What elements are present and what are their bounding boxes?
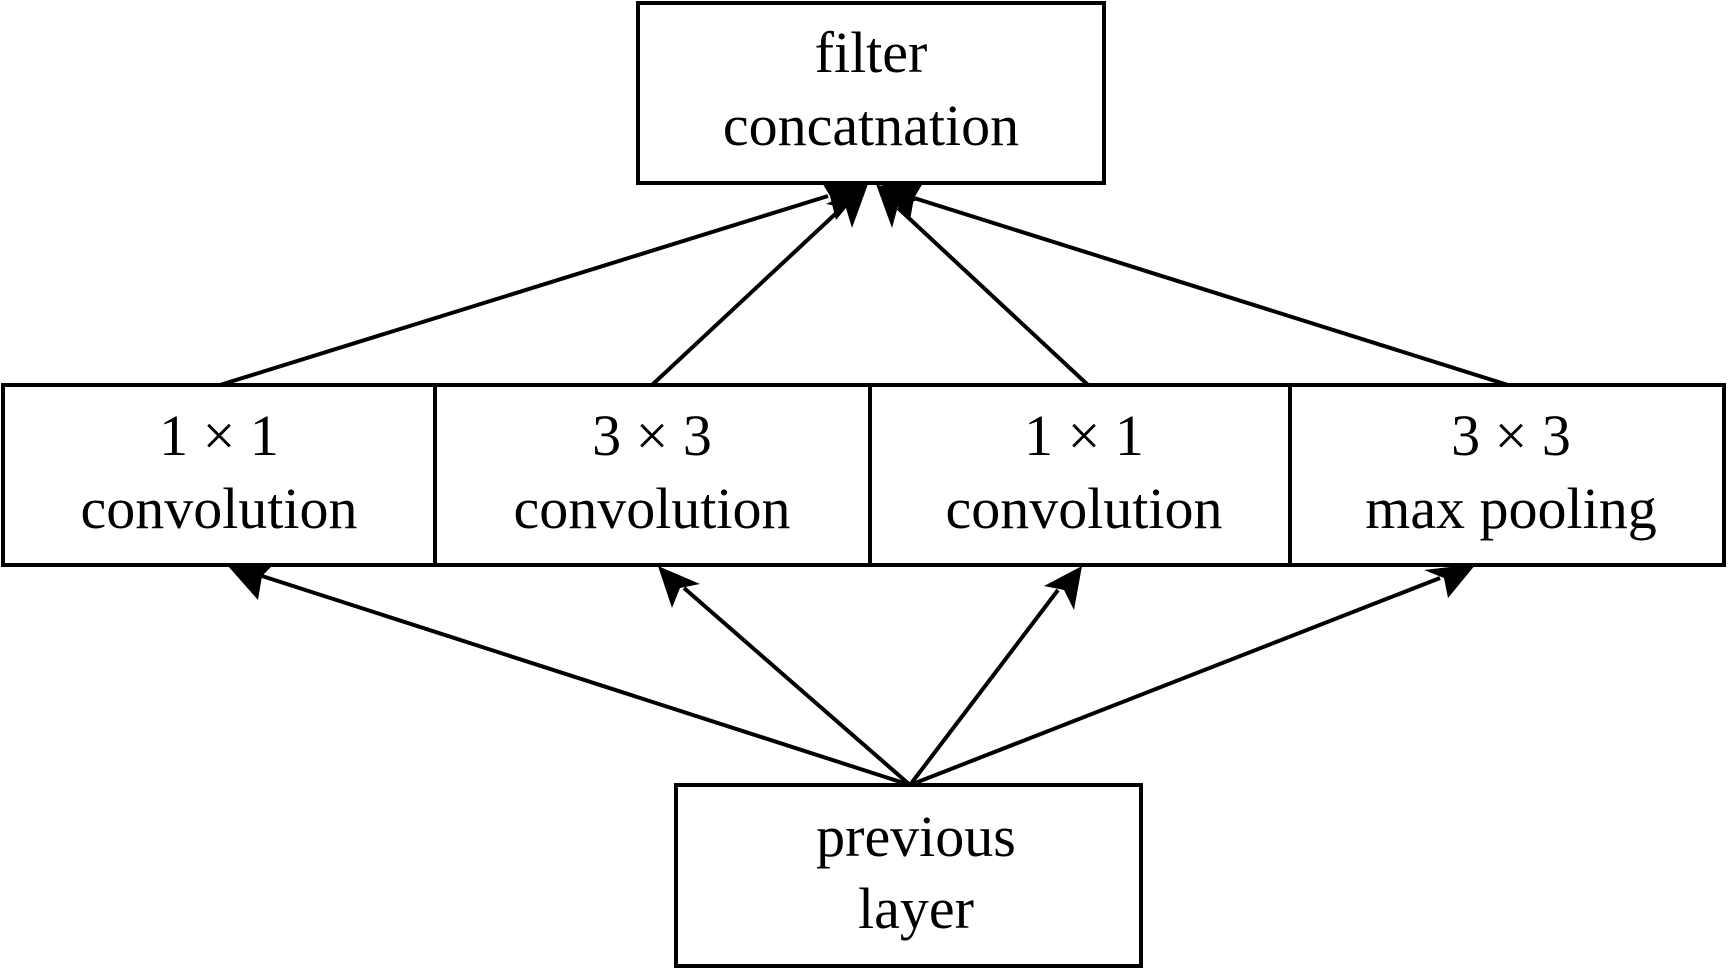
edge-previous-to-conv1x1-a	[261, 574, 911, 787]
node-conv1x1-a: 1 × 1 convolution	[1, 383, 437, 567]
node-label-line1: 1 × 1	[159, 403, 279, 468]
node-label-line2: convolution	[513, 476, 790, 541]
arrowhead-icon	[826, 184, 868, 228]
node-label-line1: 3 × 3	[1451, 403, 1571, 468]
node-label-line1: filter	[815, 20, 928, 85]
edge-conv1x1-b-to-concat	[896, 206, 1090, 387]
node-label-line1: 3 × 3	[592, 403, 712, 468]
node-filter-concatenation: filter concatnation	[636, 1, 1106, 185]
node-label-line2: layer	[858, 876, 974, 941]
edge-conv3x3-to-concat	[650, 202, 848, 387]
edges-output	[219, 176, 1509, 387]
edge-previous-to-conv1x1-b	[908, 588, 1060, 787]
arrowhead-icon	[1424, 564, 1476, 598]
arrowhead-icon	[878, 178, 926, 220]
node-label-line2: convolution	[80, 476, 357, 541]
edge-previous-to-maxpool	[909, 576, 1441, 787]
node-label-line2: convolution	[945, 476, 1222, 541]
node-max-pooling: 3 × 3 max pooling	[1288, 383, 1726, 567]
edges-input	[228, 562, 1476, 787]
node-previous-layer: previous layer	[674, 783, 1143, 968]
edge-maxpool-to-concat	[913, 196, 1509, 387]
node-label-line2: max pooling	[1365, 476, 1657, 541]
edge-previous-to-conv3x3	[682, 586, 912, 787]
node-conv1x1-b: 1 × 1 convolution	[868, 383, 1292, 567]
arrowhead-icon	[1044, 566, 1082, 610]
node-label-line1: 1 × 1	[1024, 403, 1144, 468]
edge-conv1x1-a-to-concat	[219, 194, 829, 387]
node-label-line1: previous	[816, 804, 1016, 869]
arrowhead-icon	[658, 566, 700, 608]
node-conv3x3: 3 × 3 convolution	[433, 383, 872, 567]
node-label-line2: concatnation	[723, 93, 1019, 158]
arrowhead-icon	[228, 562, 276, 600]
